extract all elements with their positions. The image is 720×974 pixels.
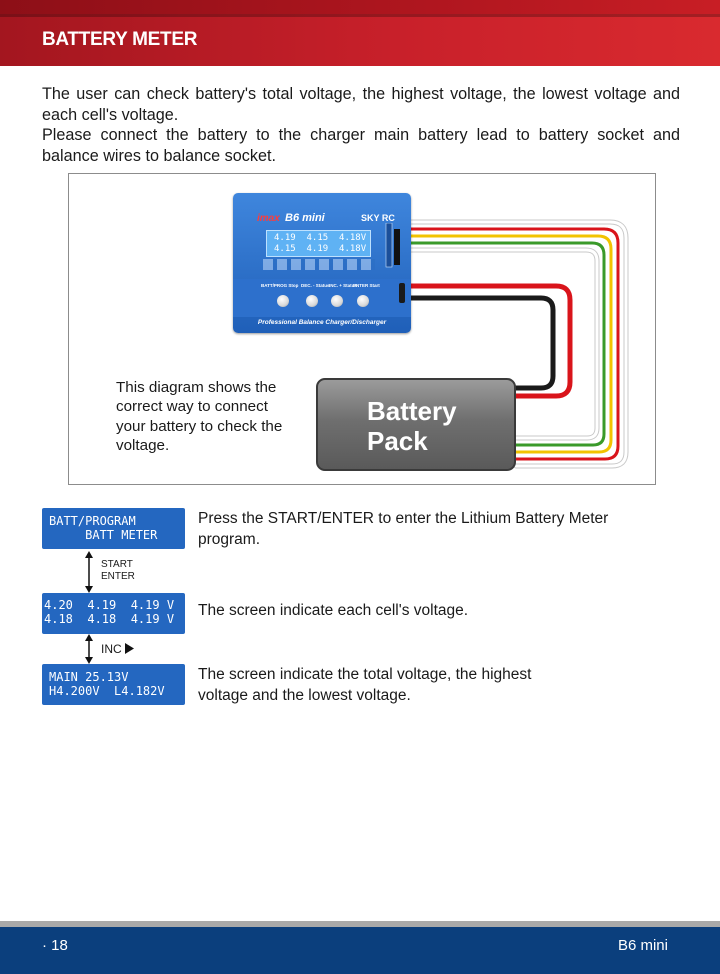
start-enter-label: START ENTER — [101, 559, 135, 583]
footer-stripe — [0, 921, 720, 927]
step-3-text: The screen indicate the total voltage, t… — [198, 666, 532, 704]
main-lead-black — [405, 295, 556, 391]
dec-key — [306, 295, 318, 307]
inc-label-text: INC — [101, 642, 122, 656]
lcd-batt-meter-line-2: BATT METER — [49, 528, 158, 542]
charger-footer-label: Professional Balance Charger/Discharger — [257, 319, 387, 326]
inc-key — [331, 295, 343, 307]
start-label: START — [101, 559, 133, 570]
enter-key — [357, 295, 369, 307]
output-socket — [399, 283, 405, 303]
page-title: BATTERY METER — [42, 29, 198, 50]
charger-model: B6 mini — [285, 212, 325, 224]
triangle-right-icon — [125, 643, 135, 654]
lcd-batt-meter: BATT/PROGRAM BATT METER — [42, 508, 185, 549]
lcd-total-voltage-line-2: H4.200V L4.182V — [49, 684, 165, 698]
charger-brand: imax — [257, 213, 280, 224]
footer-model-name: B6 mini — [617, 937, 668, 954]
diagram-caption: This diagram shows the correct way to co… — [116, 379, 283, 454]
key-label-dec: DEC. - Status — [301, 283, 330, 288]
batt-prog-key — [277, 295, 289, 307]
charger-maker: SKY RC — [361, 213, 395, 223]
lcd-cell-voltages: 4.20 4.19 4.19 V 4.18 4.18 4.19 V — [42, 593, 185, 634]
lcd-total-voltage: MAIN 25.13V H4.200V L4.182V — [42, 664, 185, 705]
lcd-cell-voltages-line-1: 4.20 4.19 4.19 V — [44, 598, 175, 612]
double-arrow-icon — [85, 634, 93, 664]
lcd-cell-voltages-line-2: 4.18 4.18 4.19 V — [44, 612, 175, 626]
balance-wire-white — [409, 220, 628, 468]
page-header: BATTERY METER — [0, 0, 720, 66]
lcd-total-voltage-line-1: MAIN 25.13V — [49, 670, 129, 684]
charger-lcd: 4.19 4.15 4.18V 4.15 4.19 4.18V — [266, 230, 371, 257]
lcd-batt-meter-line-1: BATT/PROGRAM — [49, 514, 136, 528]
balance-wire-red-thin — [409, 227, 620, 461]
key-label-inc: INC. + Status — [329, 283, 357, 288]
battery-pack-label-line-2: Pack — [367, 426, 428, 456]
step-2-text: The screen indicate each cell's voltage. — [198, 602, 469, 619]
battery-pack-label: Battery Pack — [367, 396, 457, 456]
header-top-band — [0, 0, 720, 14]
intro-text: The user can check battery's total volta… — [42, 84, 680, 166]
battery-pack: Battery Pack — [316, 378, 516, 471]
charger-device: imax B6 mini SKY RC 4.19 4.15 4.18V 4.15… — [233, 193, 411, 333]
charger-key-panel — [233, 279, 411, 317]
charger-lcd-line-2: 4.15 4.19 4.18V — [274, 244, 367, 254]
intro-paragraph-2: Please connect the battery to the charge… — [42, 126, 680, 165]
page-footer: · 18 B6 mini — [0, 921, 720, 974]
page-number: · 18 — [42, 937, 68, 954]
charger-menu-legend — [263, 259, 375, 270]
balance-socket-icon — [385, 223, 400, 268]
charger-lcd-line-1: 4.19 4.15 4.18V — [274, 233, 367, 243]
step-1-text: Press the START/ENTER to enter the Lithi… — [198, 510, 609, 548]
footer-bar — [0, 927, 720, 974]
balance-wire-green — [409, 241, 606, 447]
main-lead-red — [405, 283, 573, 399]
balance-wire-yellow — [409, 234, 613, 454]
battery-pack-label-line-1: Battery — [367, 396, 457, 426]
header-shadow-line — [0, 14, 720, 17]
inc-label: INC — [101, 642, 135, 656]
balance-wire-white-inner — [409, 248, 599, 440]
key-label-enter: ENTER Start — [353, 283, 380, 288]
double-arrow-icon — [85, 551, 93, 593]
intro-paragraph-1: The user can check battery's total volta… — [42, 85, 680, 124]
enter-label: ENTER — [101, 571, 135, 582]
key-label-batt-prog: BATT/PROG Stop — [261, 283, 299, 288]
